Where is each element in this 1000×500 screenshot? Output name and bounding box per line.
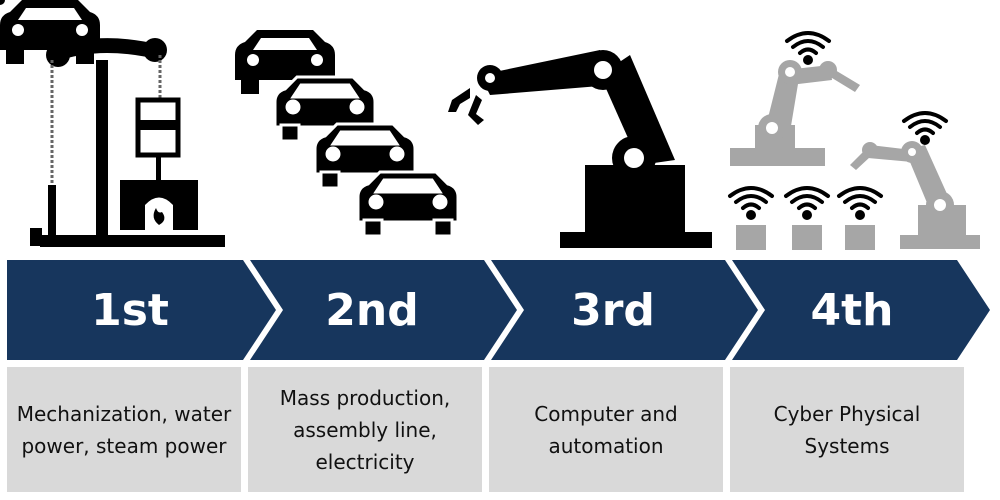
- stage-1-label: 1st: [91, 284, 169, 336]
- steam-engine-icon: [30, 38, 225, 247]
- chevron-4: [732, 260, 990, 360]
- wifi-icons: [0, 0, 948, 220]
- robot-arm-icon: [448, 50, 712, 248]
- stage-2-label: 2nd: [325, 284, 419, 336]
- stage-3-label: 3rd: [571, 284, 655, 336]
- chevron-3: [491, 260, 758, 360]
- connected-robots-icon: [0, 0, 980, 250]
- chevron-1: [7, 260, 276, 360]
- stage-4-description: Cyber Physical Systems: [730, 367, 964, 492]
- stage-2-description: Mass production, assembly line, electric…: [248, 367, 482, 492]
- stage-4-label: 4th: [810, 284, 894, 336]
- stage-1-description: Mechanization, water power, steam power: [7, 367, 241, 492]
- cars-icon: [0, 0, 460, 238]
- chevron-2: [250, 260, 517, 360]
- stage-3-description: Computer and automation: [489, 367, 723, 492]
